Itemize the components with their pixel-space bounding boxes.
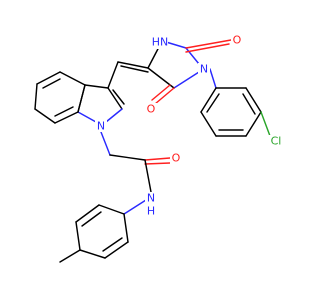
atom-o-imide-bottom: O xyxy=(147,103,156,116)
atom-n-indole: N xyxy=(97,120,105,133)
bond-c-cl xyxy=(260,111,271,137)
bond-t5 xyxy=(104,241,129,259)
bond-n-tolyl xyxy=(123,199,147,215)
bond-methine-c3 xyxy=(107,61,119,89)
bond-c2-o-double xyxy=(185,43,230,53)
bond-t2-inner xyxy=(81,211,102,227)
bond-nh-c2 xyxy=(165,41,187,49)
bond-c3a-c3 xyxy=(84,84,109,89)
bond-t1 xyxy=(98,204,125,215)
label-bg-o-top xyxy=(231,34,243,47)
label-bg-cl xyxy=(268,135,285,148)
atom-o-imide-top: O xyxy=(233,34,242,47)
bond-ar6 xyxy=(200,87,217,113)
bond-t5-inner xyxy=(102,237,123,252)
bond-b5 xyxy=(54,111,79,124)
bond-layer xyxy=(34,39,271,263)
bond-c3-c2 xyxy=(107,87,123,110)
bond-t6 xyxy=(123,213,129,243)
bond-b2 xyxy=(36,71,61,85)
label-bg-nh xyxy=(151,36,168,49)
bond-t4 xyxy=(79,249,106,259)
bond-b5-inner xyxy=(54,106,74,117)
bond-methyl xyxy=(59,249,81,263)
bond-c4-o xyxy=(154,87,175,105)
label-bg-n-imide xyxy=(198,63,210,76)
bond-b3 xyxy=(34,83,38,110)
bond-n1-ch2 xyxy=(100,131,111,156)
bond-c2-n1 xyxy=(105,108,123,123)
bond-ar3 xyxy=(245,111,262,137)
atom-h-amide: H xyxy=(147,205,155,218)
label-bg-n-indole xyxy=(95,119,107,132)
bond-ar5 xyxy=(200,111,217,137)
bond-t3 xyxy=(75,221,81,251)
bond-b6 xyxy=(77,84,86,113)
bond-c2-n3 xyxy=(185,47,200,65)
atom-n-imide: N xyxy=(200,63,208,76)
label-bg-o-amide xyxy=(170,152,182,165)
bond-t2 xyxy=(75,204,100,223)
bond-b2-inner xyxy=(42,78,61,89)
atom-o-amide: O xyxy=(172,152,181,165)
bond-methine-c5 xyxy=(117,61,149,69)
label-bg-o-bottom xyxy=(145,103,157,116)
bond-n3-aryl xyxy=(209,68,217,89)
bond-n3-c4 xyxy=(173,71,200,89)
atom-cl: Cl xyxy=(271,135,282,148)
label-bg-n-amide xyxy=(145,192,157,205)
bond-ar2-inner xyxy=(242,93,256,115)
bond-ar2 xyxy=(245,87,262,113)
molecule-structure: HN O N O Cl N O N H xyxy=(34,33,285,263)
bond-ch2-co xyxy=(109,154,146,161)
bond-co-o-double xyxy=(144,162,171,165)
bond-ar6-inner xyxy=(206,93,220,113)
bond-methine-c5-double xyxy=(120,65,149,73)
bond-c3-c2-inner xyxy=(112,89,125,105)
bond-c4-o-double xyxy=(151,84,171,101)
bond-co-o xyxy=(144,157,171,161)
bond-b4 xyxy=(34,108,56,124)
bond-b1 xyxy=(59,71,86,86)
bond-co-n xyxy=(144,159,152,193)
atom-label-layer: HN O N O Cl N O N H xyxy=(95,34,285,218)
label-bg-h-amide xyxy=(145,205,157,218)
atom-nh-imide: HN xyxy=(152,36,169,49)
bond-n1-c7a xyxy=(77,111,97,123)
atom-n-amide: N xyxy=(147,192,155,205)
bond-c2-o xyxy=(185,39,232,49)
